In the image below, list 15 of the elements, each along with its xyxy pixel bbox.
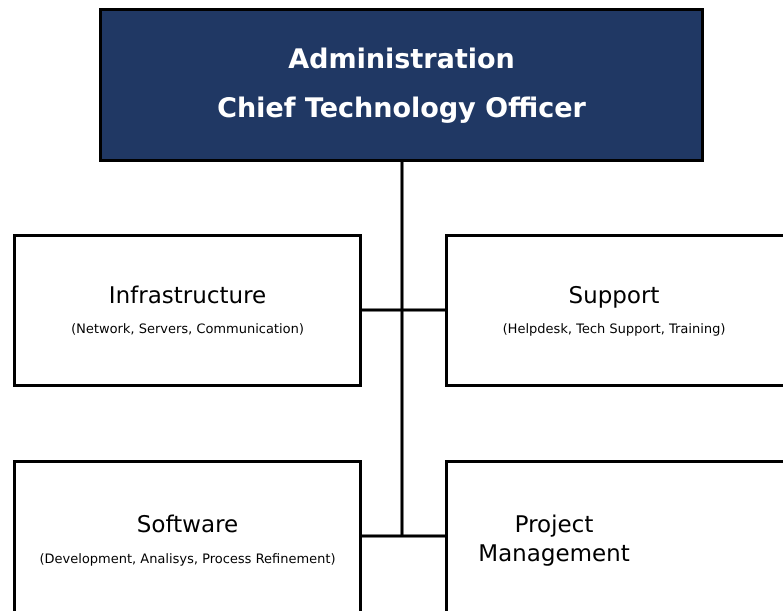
department-box	[13, 460, 362, 611]
department-scope: (Helpdesk, Tech Support, Training)	[502, 322, 726, 340]
department-name: Infrastructure	[108, 282, 266, 310]
department-scope: (Network, Servers, Communication)	[71, 322, 304, 340]
department-name: Project Management	[477, 511, 631, 569]
title-box	[99, 8, 704, 162]
department-name: Software	[136, 511, 238, 540]
title-text: Administration	[288, 43, 515, 78]
department-box	[445, 234, 783, 387]
department-box	[445, 460, 783, 611]
connector-line	[400, 162, 445, 538]
department-name: Support	[568, 282, 660, 310]
title-text: Chief Technology Officer	[217, 92, 586, 126]
department-scope: (Development, Analisys, Process Refinement)	[39, 552, 336, 569]
department-box	[13, 234, 362, 387]
